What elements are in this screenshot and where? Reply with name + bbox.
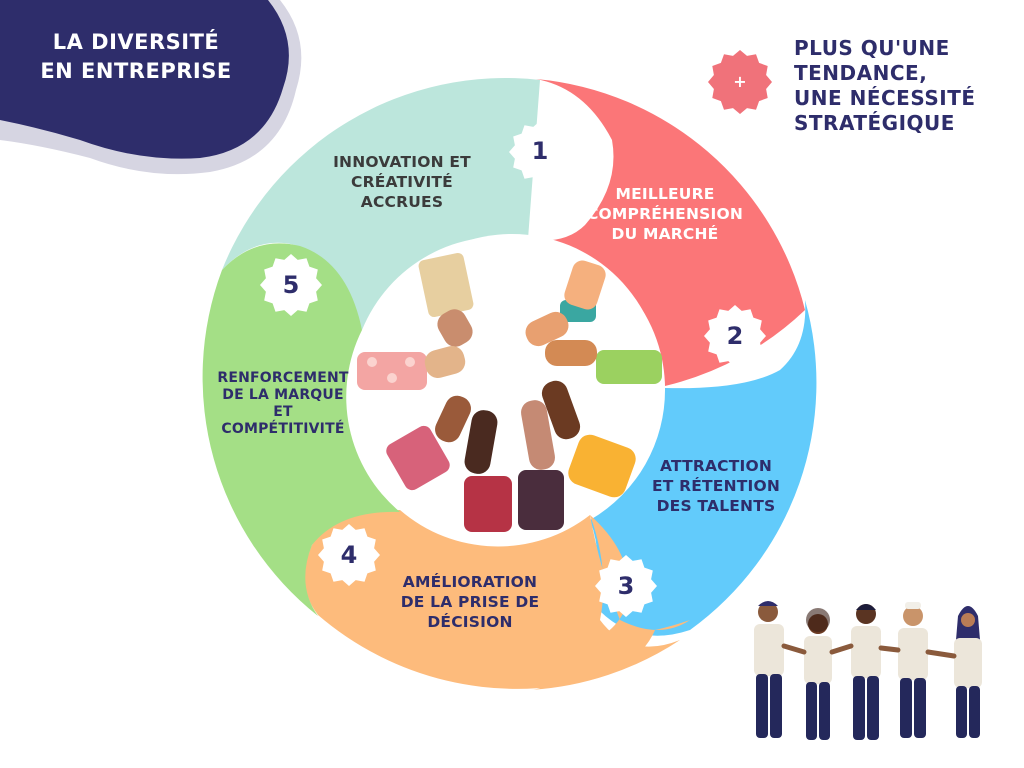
sleeve-pink-dots <box>357 352 427 390</box>
sleeve-yellow <box>568 434 636 498</box>
hands-heart-illustration <box>357 252 662 532</box>
segment-1-label: INNOVATION ET CRÉATIVITÉ ACCRUES <box>322 152 482 212</box>
arm-peach <box>564 260 606 310</box>
header-shape <box>0 0 289 159</box>
person-1 <box>754 601 784 738</box>
segment-4-number: 4 <box>340 541 358 569</box>
segment-1-label-line-1: INNOVATION ET <box>333 153 471 171</box>
page-title: LA DIVERSITÉ EN ENTREPRISE <box>16 28 256 86</box>
hand-light <box>437 309 473 347</box>
segment-2-label: MEILLEURE COMPRÉHENSION DU MARCHÉ <box>575 184 755 244</box>
sleeve-dark-red <box>464 476 512 532</box>
plus-badge-label: + <box>733 72 747 91</box>
segment-3-label: ATTRACTION ET RÉTENTION DES TALENTS <box>640 456 792 516</box>
sleeve-beige <box>418 252 474 318</box>
segment-4-label: AMÉLIORATION DE LA PRISE DE DÉCISION <box>385 572 555 632</box>
segment-1-label-line-3: ACCRUES <box>360 193 444 211</box>
tagline-line-3: UNE NÉCESSITÉ <box>794 86 976 110</box>
person-3 <box>851 604 881 740</box>
segment-2-number: 2 <box>726 322 744 350</box>
tagline-line-4: STRATÉGIQUE <box>794 111 955 135</box>
segment-5-shape <box>202 243 400 616</box>
segment-1-label-line-2: CRÉATIVITÉ <box>351 173 453 191</box>
segment-4-label-line-1: AMÉLIORATION <box>402 573 538 591</box>
segment-4-number-badge <box>318 524 380 586</box>
segment-3-number: 3 <box>617 572 635 600</box>
person-5 <box>954 606 982 738</box>
hand-mid <box>521 400 555 470</box>
page-title-line-2: EN ENTREPRISE <box>40 59 232 83</box>
segment-2-number-badge <box>704 305 766 367</box>
segment-4-label-line-3: DÉCISION <box>427 613 513 631</box>
segment-5-number-badge <box>260 254 322 316</box>
segment-1-number: 1 <box>531 137 549 165</box>
tagline-line-1: PLUS QU'UNE <box>794 36 950 60</box>
segment-5-number: 5 <box>282 271 300 299</box>
segment-5-label-line-4: COMPÉTITIVITÉ <box>221 421 345 437</box>
walking-group-illustration <box>754 601 982 740</box>
hand-amber <box>545 340 597 366</box>
segment-5-label: RENFORCEMENT DE LA MARQUE ET COMPÉTITIVI… <box>208 370 358 438</box>
segment-3-label-line-1: ATTRACTION <box>659 457 773 475</box>
segment-3-number-badge <box>595 555 657 617</box>
segment-2-label-line-1: MEILLEURE <box>615 185 715 203</box>
sleeve-rose <box>386 425 450 491</box>
tagline: PLUS QU'UNE TENDANCE, UNE NÉCESSITÉ STRA… <box>794 36 1019 136</box>
plus-badge <box>708 50 772 114</box>
hand-deep <box>541 380 581 440</box>
segment-3-label-line-3: DES TALENTS <box>656 497 776 515</box>
segment-1-number-badge <box>509 121 571 183</box>
segment-3-label-line-2: ET RÉTENTION <box>651 477 781 495</box>
tagline-line-2: TENDANCE, <box>794 61 928 85</box>
segment-3-shape <box>590 300 817 636</box>
segment-5-label-line-2: DE LA MARQUE <box>222 387 344 403</box>
person-4 <box>898 602 928 738</box>
hand-dark <box>464 410 498 474</box>
segment-5-label-line-3: ET <box>273 404 293 420</box>
segment-1-shape <box>222 78 540 330</box>
segment-4-label-line-2: DE LA PRISE DE <box>400 593 540 611</box>
segment-2-label-line-2: COMPRÉHENSION <box>586 205 744 223</box>
segment-5-label-line-1: RENFORCEMENT <box>217 370 349 386</box>
hand-brown <box>435 395 471 443</box>
sleeve-green <box>596 350 662 384</box>
page-title-line-1: LA DIVERSITÉ <box>52 30 220 54</box>
hand-tan <box>424 345 466 379</box>
segment-2-label-line-3: DU MARCHÉ <box>611 225 719 243</box>
hand-peach <box>525 311 569 347</box>
segment-4-shape <box>304 510 690 690</box>
sleeve-plum <box>518 470 564 530</box>
person-2 <box>804 608 832 740</box>
